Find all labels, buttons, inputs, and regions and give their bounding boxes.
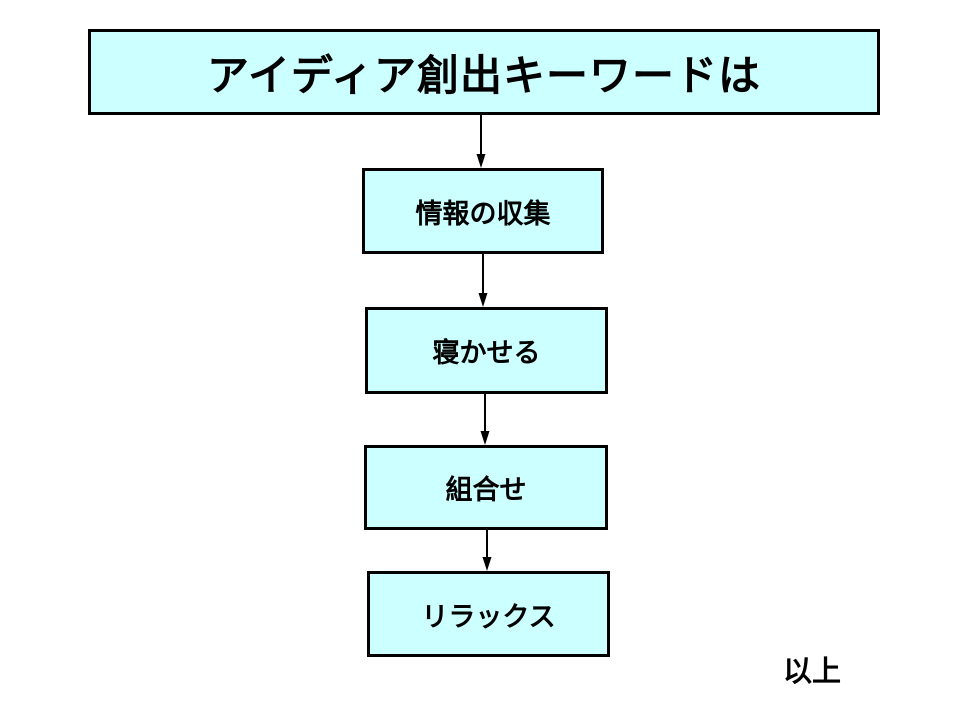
flow-step-label: リラックス	[421, 601, 556, 632]
flow-step-let-rest: 寝かせる	[365, 307, 608, 394]
arrow-down-icon	[482, 530, 492, 571]
flow-step-combine: 組合せ	[364, 445, 608, 530]
page-title: アイディア創出キーワードは	[207, 51, 761, 99]
footer-label: 以上	[783, 656, 842, 688]
arrow-down-icon	[476, 115, 486, 168]
title-box: アイディア創出キーワードは	[88, 29, 880, 115]
arrow-down-icon	[478, 254, 488, 307]
flow-step-label: 組合せ	[445, 475, 527, 505]
flow-step-relax: リラックス	[367, 571, 610, 657]
flow-step-label: 情報の収集	[415, 198, 551, 229]
arrow-down-icon	[480, 394, 490, 445]
flow-step-collect-info: 情報の収集	[362, 168, 604, 254]
flow-step-label: 寝かせる	[432, 338, 541, 368]
